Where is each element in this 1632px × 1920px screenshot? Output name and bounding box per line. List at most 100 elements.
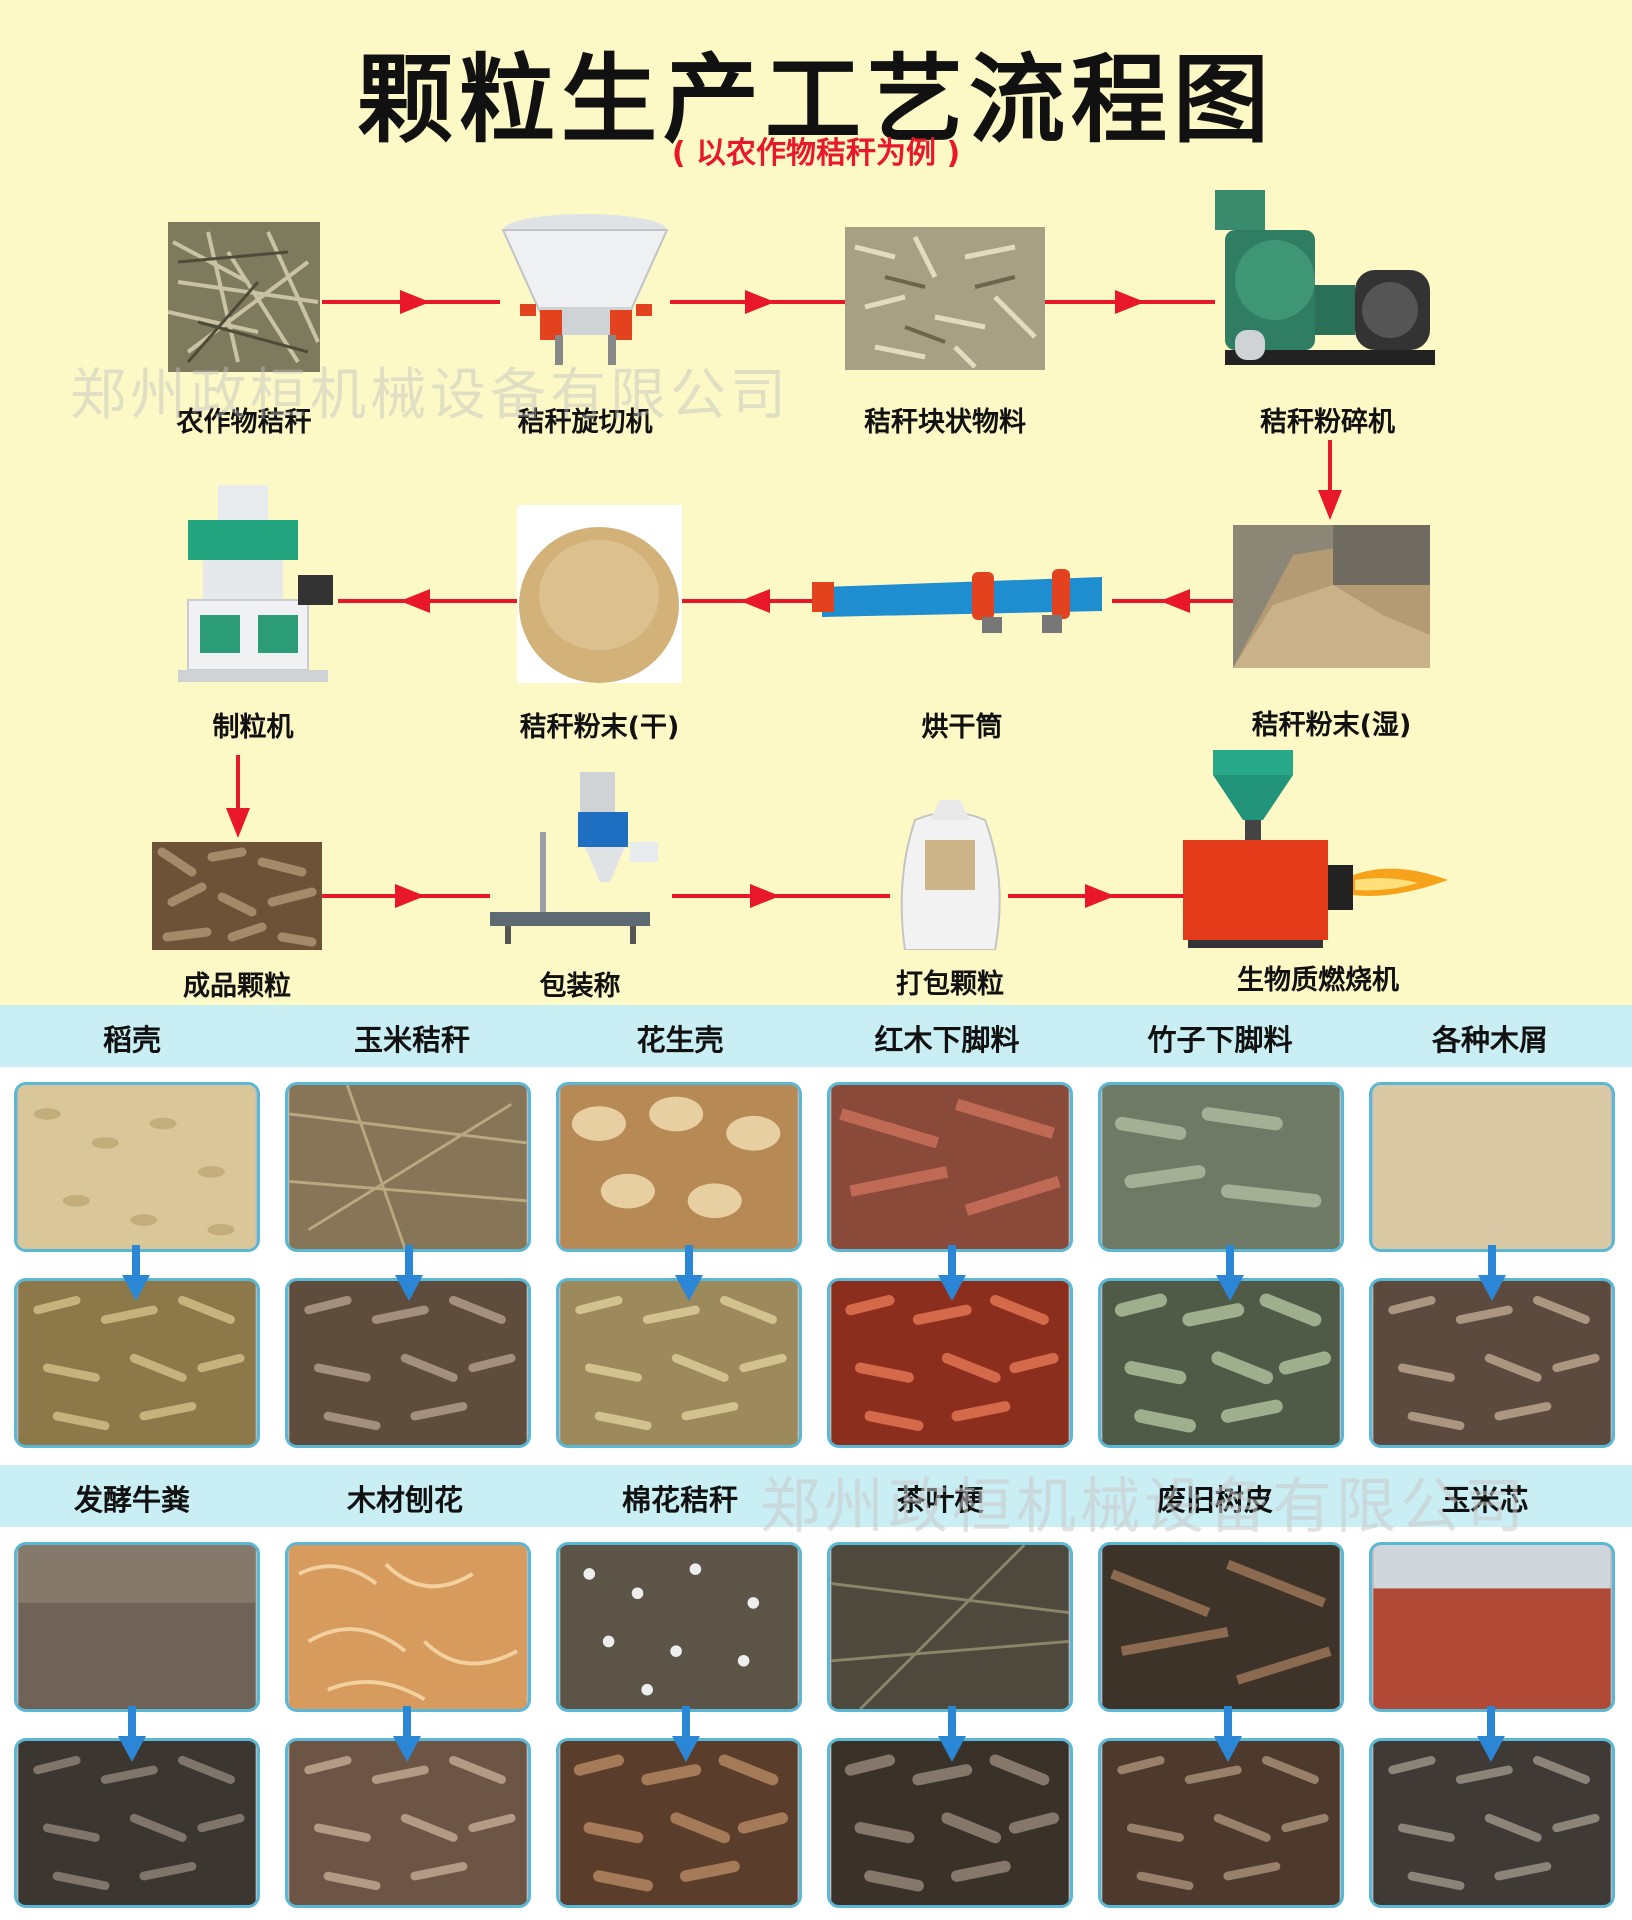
raw-corn-straw [285, 1082, 531, 1252]
page-title: 颗粒生产工艺流程图 [357, 44, 1275, 156]
materials-area-1 [0, 1067, 1632, 1465]
burner-image [1183, 750, 1448, 948]
step-dry-powder: 秸秆粉末(干) [517, 505, 682, 743]
raw-bamboo-scraps [1098, 1082, 1344, 1252]
pellet-corn-straw [285, 1278, 531, 1448]
arrow-down-blue [1216, 1245, 1244, 1301]
step-label: 制粒机 [212, 712, 294, 743]
dryer-drum-image [812, 569, 1102, 633]
arrow-down-blue [395, 1245, 423, 1301]
material-label: 红木下脚料 [874, 1023, 1020, 1057]
raw-redwood-scraps [827, 1082, 1073, 1252]
arrow-down-blue [938, 1245, 966, 1301]
step-pellet-mill: 制粒机 [168, 485, 338, 743]
step-packing-scale: 包装称 [490, 772, 670, 1002]
arrow-down-blue [393, 1706, 421, 1762]
arrow-down-blue [1214, 1706, 1242, 1762]
arrow-down-blue [1478, 1245, 1506, 1301]
blue-arrows-1 [122, 1245, 1506, 1301]
arrow-left-2 [682, 589, 812, 613]
material-label: 棉花秸秆 [621, 1483, 738, 1517]
pellet-cotton-straw [556, 1738, 802, 1908]
rotary-cutter-image [501, 214, 669, 365]
material-label: 废旧树皮 [1156, 1483, 1273, 1517]
arrow-left-3 [338, 589, 517, 613]
arrow-down-blue [675, 1245, 703, 1301]
step-dryer-drum: 烘干筒 [812, 567, 1112, 743]
materials-band-1: 稻壳 玉米秸秆 花生壳 红木下脚料 竹子下脚料 各种木屑 [0, 1005, 1632, 1067]
arrow-right-1 [322, 290, 500, 314]
step-label: 秸秆粉末(湿) [1251, 710, 1412, 741]
material-label: 玉米秸秆 [353, 1023, 470, 1057]
raw-waste-bark [1098, 1542, 1344, 1712]
packing-scale-image [490, 772, 658, 944]
pellet-rice-husk [14, 1278, 260, 1448]
raw-tea-stems [827, 1542, 1073, 1712]
arrow-down-blue [672, 1706, 700, 1762]
arrow-down-blue [122, 1245, 150, 1301]
arrow-down-2 [226, 755, 250, 838]
pellet-wood-shavings [285, 1738, 531, 1908]
step-straw-crusher: 秸秆粉碎机 [1215, 190, 1440, 438]
raw-rice-husk [14, 1082, 260, 1252]
materials-area-2 [0, 1527, 1632, 1920]
watermark: 郑州政桓机械设备有限公司 [70, 363, 790, 428]
arrow-right-3 [1045, 290, 1215, 314]
pellet-bamboo [1098, 1278, 1344, 1448]
flow-arrows [226, 290, 1342, 908]
step-wet-powder: 秸秆粉末(湿) [1233, 525, 1430, 741]
step-label: 秸秆块状物料 [864, 407, 1026, 438]
straw-image [168, 222, 320, 372]
step-label: 秸秆粉末(干) [519, 712, 680, 743]
raw-sawdust [1369, 1082, 1615, 1252]
pellet-corn-cob [1369, 1738, 1615, 1908]
material-label: 木材刨花 [346, 1483, 463, 1517]
arrow-right-6 [1008, 884, 1183, 908]
watermark: 郑州政桓机械设备有限公司 [760, 1472, 1528, 1542]
step-straw-chunks: 秸秆块状物料 [845, 227, 1045, 438]
bagged-pellets-image [900, 800, 1001, 950]
step-bagged-pellets: 打包颗粒 [890, 800, 1010, 1000]
step-label: 打包颗粒 [896, 969, 1004, 1000]
pellet-mill-image [178, 485, 333, 682]
step-label: 秸秆旋切机 [517, 407, 653, 438]
step-crop-straw: 农作物秸秆 [168, 222, 320, 438]
arrow-down-blue [938, 1706, 966, 1762]
pellets-image [152, 842, 322, 950]
raw-peanut-shell [556, 1082, 802, 1252]
pellet-bark [1098, 1738, 1344, 1908]
raw-wood-shavings [285, 1542, 531, 1712]
material-label: 各种木屑 [1431, 1023, 1548, 1057]
materials-band-2: 发酵牛粪 木材刨花 棉花秸秆 茶叶梗 废旧树皮 玉米芯 [0, 1465, 1632, 1527]
process-section: 颗粒生产工艺流程图 ( 以农作物秸秆为例 ) 农作物秸秆 秸秆旋切机 [70, 44, 1453, 1002]
arrow-down-1 [1318, 440, 1342, 520]
step-label: 成品颗粒 [183, 971, 291, 1002]
arrow-down-blue [118, 1706, 146, 1762]
material-label: 花生壳 [636, 1023, 724, 1057]
step-finished-pellets: 成品颗粒 [152, 842, 322, 1002]
step-label: 包装称 [539, 971, 621, 1002]
material-label: 稻壳 [102, 1023, 161, 1057]
raw-corn-cob [1369, 1542, 1615, 1712]
pellet-redwood [827, 1278, 1073, 1448]
material-label: 竹子下脚料 [1147, 1023, 1293, 1057]
straw-chunks-image [845, 227, 1045, 370]
raw-cotton-straw [556, 1542, 802, 1712]
material-label: 玉米芯 [1441, 1483, 1529, 1517]
arrow-right-5 [672, 884, 890, 908]
blue-arrows-2 [118, 1706, 1505, 1762]
pellet-tea-stems [827, 1738, 1073, 1908]
arrow-right-2 [670, 290, 845, 314]
dry-powder-image [517, 505, 682, 683]
arrow-down-blue [1477, 1706, 1505, 1762]
arrow-right-4 [322, 884, 490, 908]
material-label: 茶叶梗 [896, 1483, 984, 1517]
material-label: 发酵牛粪 [73, 1483, 190, 1517]
pellet-sawdust [1369, 1278, 1615, 1448]
step-rotary-cutter: 秸秆旋切机 [500, 212, 670, 438]
step-label: 生物质燃烧机 [1237, 965, 1399, 996]
step-label: 秸秆粉碎机 [1260, 407, 1395, 438]
pellet-peanut-shell [556, 1278, 802, 1448]
step-biomass-burner: 生物质燃烧机 [1183, 750, 1453, 996]
step-label: 农作物秸秆 [176, 407, 312, 438]
